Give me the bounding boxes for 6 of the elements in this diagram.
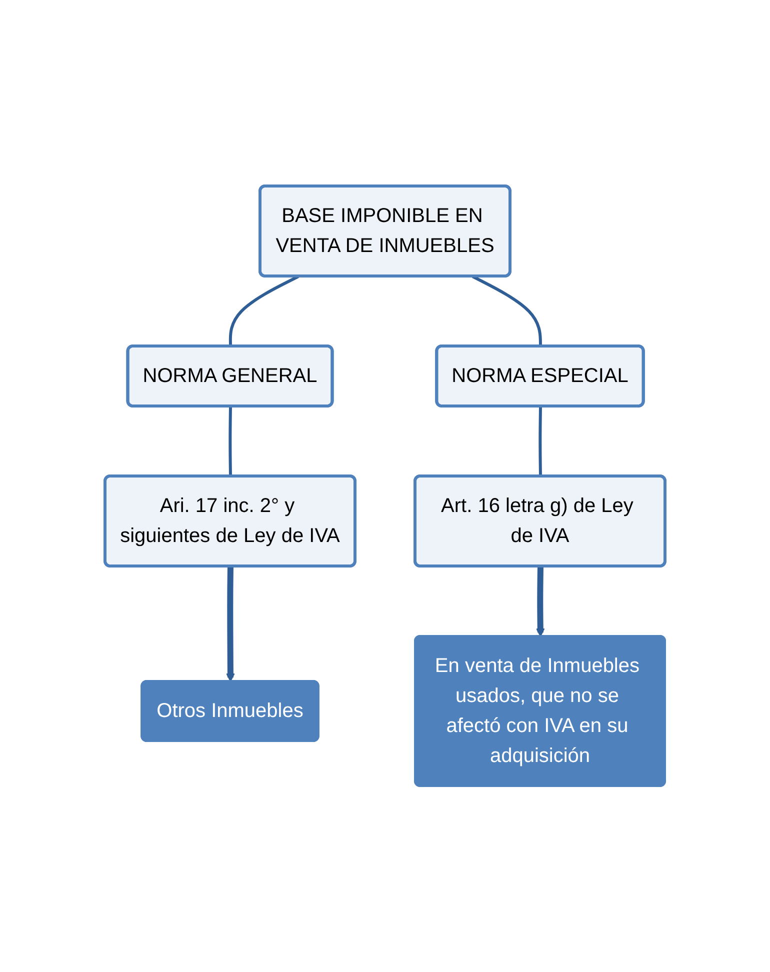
connector [228,275,299,347]
connector [472,275,542,347]
connector [228,406,232,477]
arrow [226,566,235,682]
connector [538,406,542,477]
arrow [536,566,545,637]
